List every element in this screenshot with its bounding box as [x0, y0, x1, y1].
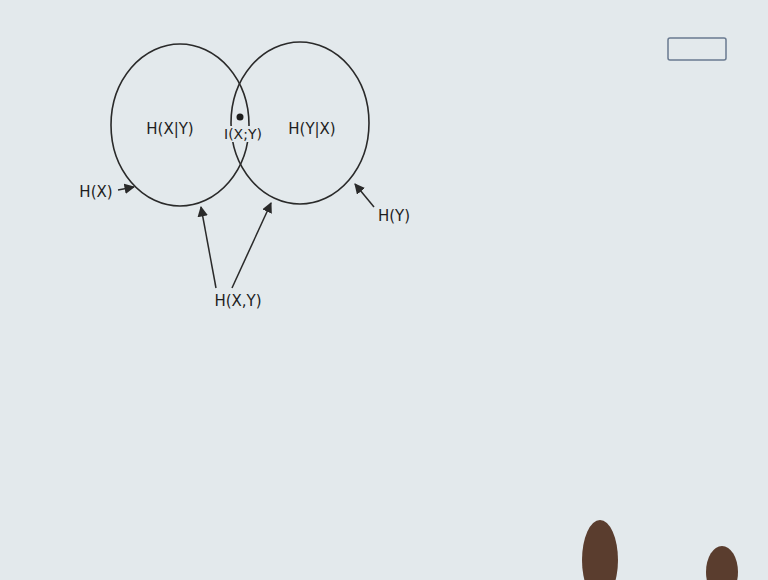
- entropy-circle: H(Y|X): [230, 41, 370, 205]
- label-holder: H(X,Y): [214, 292, 261, 310]
- leader-line: [201, 207, 216, 288]
- finger: [706, 546, 738, 580]
- leader-line: [232, 203, 271, 288]
- joint-entropy-label: H(X,Y): [214, 292, 261, 310]
- entropy-term: H(X|Y): [146, 120, 193, 138]
- label-holder: I(X;Y): [222, 126, 264, 143]
- mutual-information-label: I(X;Y): [222, 126, 264, 143]
- dot-mark: [237, 114, 244, 121]
- entropy-label: H(Y): [378, 207, 410, 225]
- leader-line: [355, 184, 374, 207]
- logo-box: [668, 38, 726, 60]
- text-holder: H(X|Y): [146, 120, 193, 138]
- label-holder: H(X): [79, 183, 112, 201]
- leader-line: [118, 187, 134, 190]
- entropy-term: H(Y|X): [288, 120, 335, 138]
- entropy-label: H(X): [79, 183, 112, 201]
- finger: [582, 520, 618, 580]
- text-holder: H(Y|X): [288, 120, 335, 138]
- label-holder: H(Y): [378, 207, 410, 225]
- circle-shape: [231, 42, 369, 204]
